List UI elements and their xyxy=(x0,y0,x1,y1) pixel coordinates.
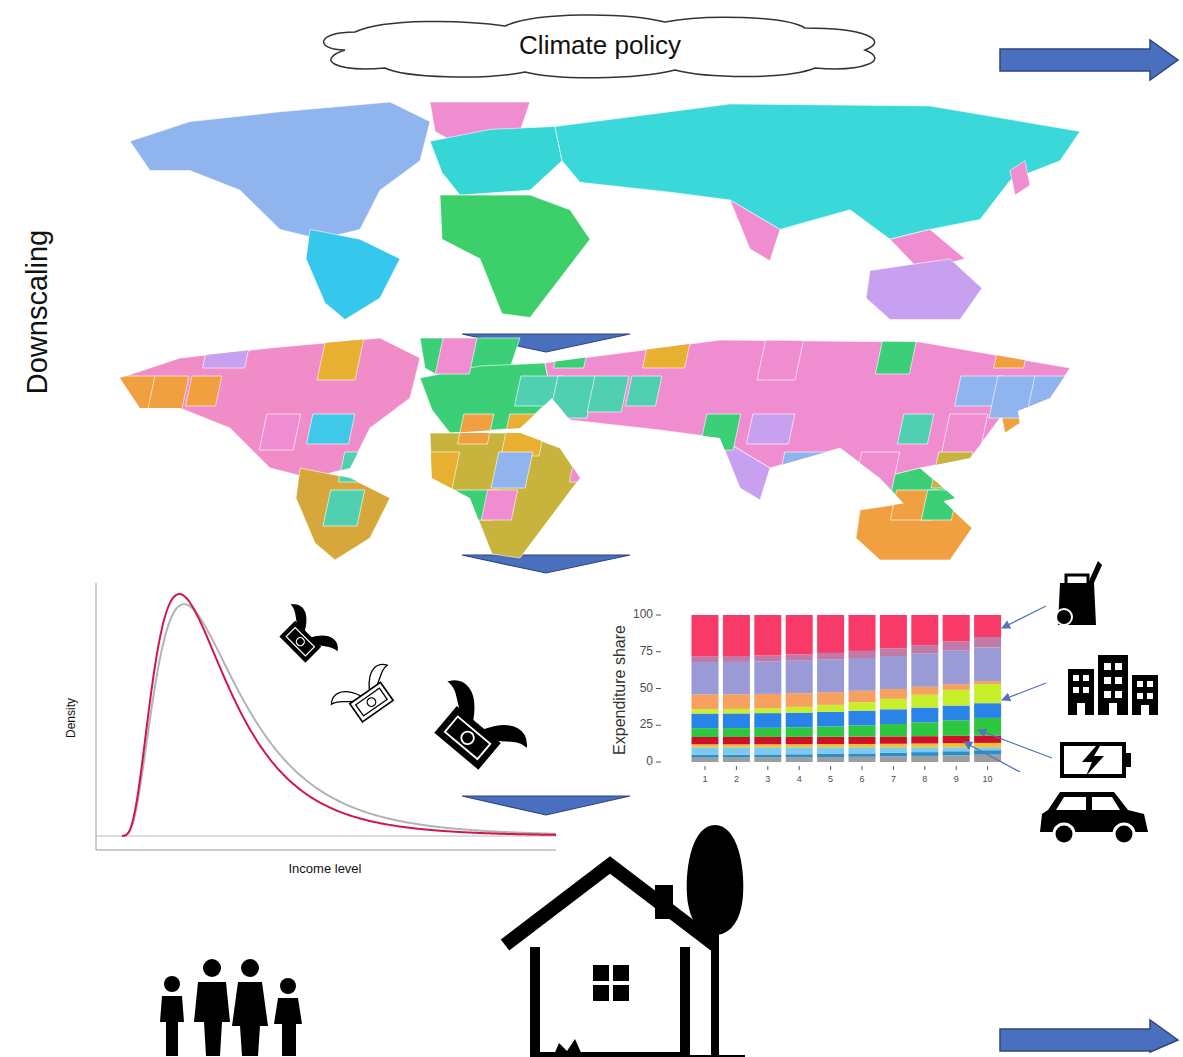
axis-title: Expenditure share xyxy=(611,625,629,755)
category-icons xyxy=(964,561,1158,844)
world-map xyxy=(109,338,1070,560)
bar-chart xyxy=(656,615,1001,770)
tick-label: 1 xyxy=(702,775,707,785)
money-icons xyxy=(270,601,531,782)
tick-label: 5 xyxy=(828,775,833,785)
tick-label: 75 xyxy=(640,645,653,658)
tick-label: 7 xyxy=(891,775,896,785)
flow-arrow xyxy=(1000,1020,1178,1052)
tick-label: 100 xyxy=(633,608,653,621)
density-plot xyxy=(96,583,556,850)
down-triangle xyxy=(462,796,630,815)
tick-label: 50 xyxy=(640,682,653,695)
family-icon xyxy=(160,959,302,1056)
tick-label: 0 xyxy=(646,755,653,768)
tick-label: 10 xyxy=(983,775,993,785)
axis-title: Income level xyxy=(289,862,362,876)
flow-arrow xyxy=(1000,40,1178,80)
axis-title: Density xyxy=(65,698,78,738)
cloud-box: Climate policy xyxy=(305,10,895,80)
house-icon xyxy=(505,825,745,1057)
tick-label: 9 xyxy=(954,775,959,785)
axis-title: Downscaling xyxy=(22,230,54,394)
world-map xyxy=(130,102,1080,320)
tick-label: 2 xyxy=(734,775,739,785)
tick-label: 8 xyxy=(922,775,927,785)
tick-label: 6 xyxy=(859,775,864,785)
tick-label: 4 xyxy=(797,775,802,785)
tick-label: 25 xyxy=(640,719,653,732)
node-title: Climate policy xyxy=(519,30,681,61)
down-triangle xyxy=(462,555,630,573)
tick-label: 3 xyxy=(765,775,770,785)
